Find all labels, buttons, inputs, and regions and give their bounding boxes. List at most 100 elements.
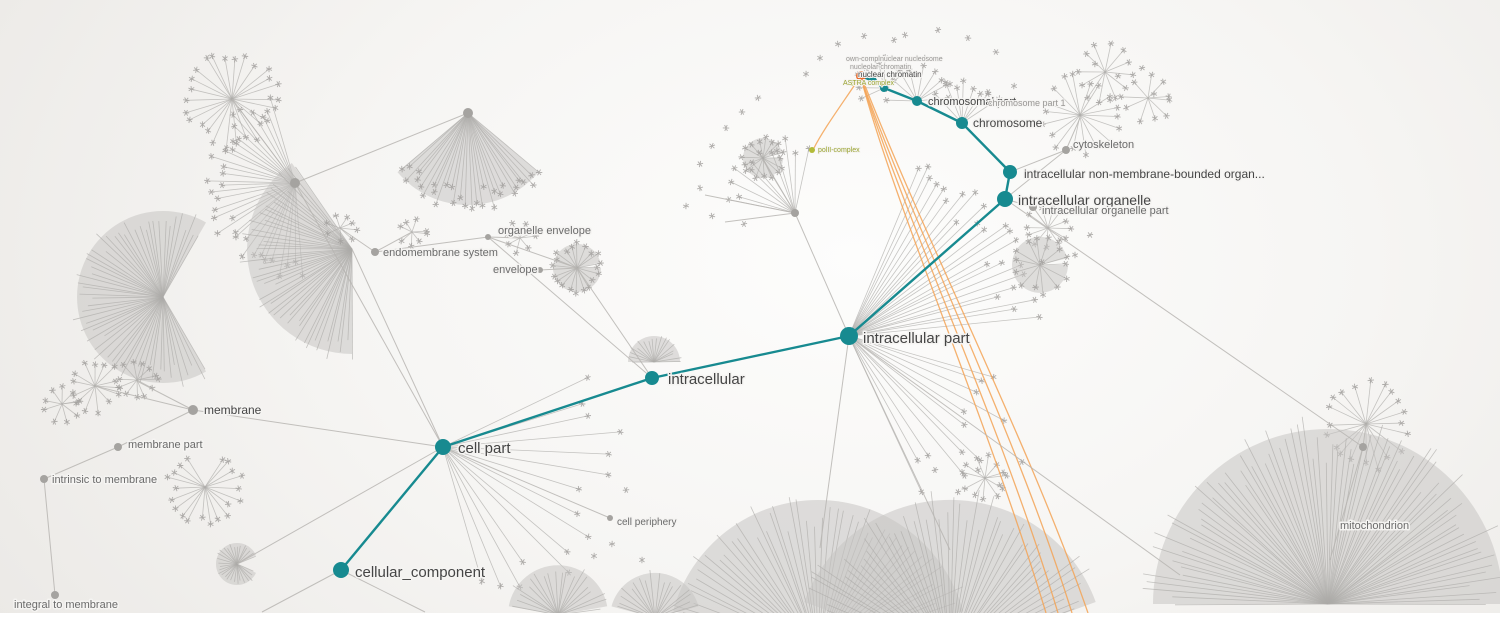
node-intracellular-organelle[interactable] — [997, 191, 1013, 207]
edge-tip-star — [1079, 82, 1085, 88]
node-integral-to-membrane[interactable] — [51, 591, 59, 599]
edge-tip-star — [220, 457, 226, 463]
node-cytoskeleton[interactable] — [1062, 146, 1070, 154]
label-mitochondrion: mitochondrion — [1340, 520, 1409, 532]
edge-tip-star — [497, 583, 503, 589]
node-endomembrane-system[interactable] — [371, 248, 379, 256]
node-intracellular-non-membrane[interactable] — [1003, 165, 1017, 179]
node-organelle-envelope[interactable] — [485, 234, 491, 240]
label-intracellular-part: intracellular part — [863, 330, 971, 347]
fan-spoke — [985, 478, 998, 496]
edge-tip-star — [782, 135, 788, 141]
edge-tip-star — [934, 181, 940, 187]
label-membrane-part: membrane part — [128, 439, 203, 451]
label-nuclear-nucleosome: nuclear nucleosome — [880, 56, 943, 63]
fan-spoke — [849, 274, 1024, 336]
node-intracellular[interactable] — [645, 371, 659, 385]
edge-fan-disc-near-cc — [216, 543, 256, 585]
edge-fan-burst-membrane-1 — [70, 360, 123, 416]
highlight-edge — [341, 447, 443, 570]
node-intracellular-part[interactable] — [840, 327, 858, 345]
edge-tip-star — [961, 408, 967, 414]
node-chromosomal-part[interactable] — [912, 96, 922, 106]
label-nuclear-chromatin: nuclear chromatin — [858, 70, 922, 79]
edge-tip-star — [993, 49, 999, 55]
edge-tip-star — [741, 221, 747, 227]
fan-spoke — [44, 404, 62, 410]
fan-spoke — [849, 192, 975, 336]
edge-tip-star — [222, 55, 227, 61]
fan-spoke — [849, 263, 1002, 336]
edge-tip-star — [955, 489, 961, 495]
node-membrane[interactable] — [188, 405, 198, 415]
edge-fan-dome-intracellular — [628, 336, 681, 362]
edge-tip-star — [1062, 73, 1068, 79]
edge-tip-star — [1123, 105, 1129, 111]
edge-tip-star — [210, 140, 216, 146]
edge-tip-star — [683, 203, 689, 209]
fan-spoke — [203, 99, 233, 125]
edge-tip-star — [697, 161, 703, 167]
edge-tip-star — [189, 76, 195, 82]
edge-tip-star — [237, 498, 243, 504]
fan-layer — [41, 41, 1500, 613]
edge-tip-star — [1115, 73, 1121, 79]
edge-fan-burst-membrane-3 — [41, 383, 83, 425]
graph-edge — [44, 479, 55, 595]
fan-spoke — [654, 362, 681, 363]
node-chromosome[interactable] — [956, 117, 968, 129]
label-intrinsic-to-membrane: intrinsic to membrane — [52, 474, 157, 486]
graph-edge — [352, 249, 443, 447]
fan-spoke — [1126, 98, 1148, 108]
node-cell-periphery[interactable] — [607, 515, 613, 521]
edge-tip-star — [1063, 218, 1069, 224]
node-membrane-part[interactable] — [114, 443, 122, 451]
label-cell-part: cell part — [458, 440, 511, 457]
fan-spoke — [1366, 380, 1371, 424]
edge-tip-star — [266, 66, 272, 72]
node-cluster-upperleft[interactable] — [290, 178, 300, 188]
fan-spoke — [352, 249, 353, 360]
fan-spoke — [849, 336, 962, 452]
edge-tip-star — [981, 203, 987, 209]
fan-sector — [509, 565, 607, 613]
fan-spoke — [1355, 387, 1366, 424]
fan-spoke — [1121, 97, 1148, 98]
edge-tip-star — [215, 516, 221, 522]
edge-tip-star — [1072, 252, 1078, 258]
edge-tip-star — [1126, 59, 1132, 65]
edge-tip-star — [232, 56, 238, 62]
edge-tip-star — [697, 185, 703, 191]
node-cell-part[interactable] — [435, 439, 451, 455]
fan-spoke — [849, 336, 928, 456]
edge-tip-star — [200, 121, 205, 127]
edge-tip-star — [171, 469, 177, 475]
node-cellular-component[interactable] — [333, 562, 349, 578]
edge-fan-burst-topright-1 — [1075, 41, 1136, 106]
edge-tip-star — [229, 146, 235, 152]
node-cluster-sprig[interactable] — [791, 209, 799, 217]
edge-tip-star — [1068, 226, 1074, 232]
edge-tip-star — [74, 412, 80, 418]
edge-tip-star — [354, 227, 360, 233]
node-intrinsic-to-membrane[interactable] — [40, 475, 48, 483]
node-pol-complex-node[interactable] — [809, 147, 815, 153]
node-cluster-topcenter[interactable] — [463, 108, 473, 118]
edge-tip-star — [168, 497, 174, 503]
edge-tip-star — [1139, 65, 1145, 71]
edge-tip-star — [230, 138, 236, 144]
fan-spoke — [1140, 98, 1148, 121]
fan-spoke — [772, 153, 795, 213]
fan-spoke — [1065, 76, 1080, 115]
edge-tip-star — [413, 217, 419, 223]
node-mitochondrion-join[interactable] — [1359, 443, 1367, 451]
edge-tip-star — [858, 96, 864, 102]
node-envelope[interactable] — [537, 267, 543, 273]
edge-tip-star — [183, 110, 189, 116]
fan-spoke — [232, 66, 254, 99]
edge-tip-star — [1011, 306, 1017, 312]
edge-tip-star — [222, 148, 228, 154]
edge-tip-star — [205, 128, 211, 134]
